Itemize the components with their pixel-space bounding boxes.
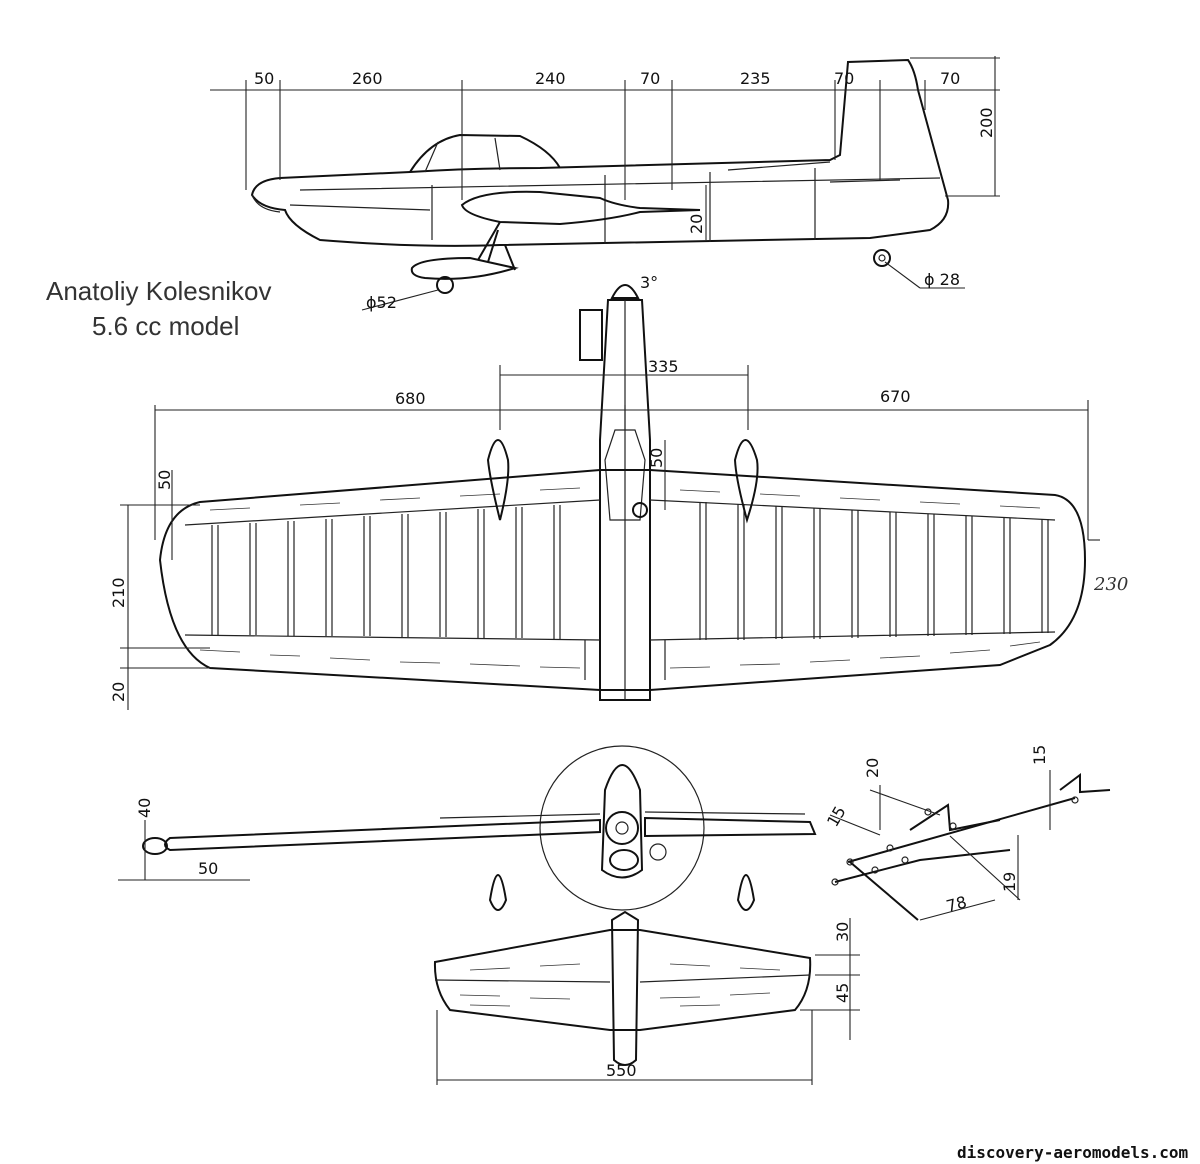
front-wingtip — [142, 837, 168, 855]
side-wheel-pant — [410, 256, 519, 280]
dim-nacelle-spacing: 335 — [648, 357, 679, 376]
dim-bellcrank-19: 19 — [1000, 872, 1019, 892]
dim-bellcrank-15b: 15 — [1030, 745, 1049, 765]
front-wing-left — [164, 818, 601, 852]
dim-tail-le-offset: 30 — [833, 922, 852, 942]
dim-stab-offset: 20 — [687, 214, 706, 234]
side-fuselage-outline — [250, 58, 950, 247]
canopy — [409, 133, 561, 173]
dim-fuselage-offset: 50 — [647, 448, 666, 468]
side-view — [210, 56, 1000, 311]
dim-tip-height: 40 — [135, 798, 154, 818]
dim-root-chord: 210 — [109, 577, 128, 608]
dim-side-235: 235 — [740, 69, 771, 88]
dim-tail-span: 550 — [606, 1061, 637, 1080]
side-main-wheel — [436, 276, 454, 294]
dim-right-span: 670 — [880, 387, 911, 406]
front-view — [118, 745, 817, 911]
tail-view — [433, 910, 860, 1085]
dim-side-70a: 70 — [640, 69, 660, 88]
label-thrust-angle: 3° — [640, 273, 658, 292]
dim-left-span: 680 — [395, 389, 426, 408]
tip-note: 230 — [1093, 574, 1128, 595]
title-author: Anatoliy Kolesnikov — [46, 276, 271, 306]
dim-side-260: 260 — [352, 69, 383, 88]
wing-sheeting — [199, 487, 1041, 669]
ribs-left — [211, 505, 561, 639]
front-wing-right — [644, 816, 817, 838]
label-main-wheel: ϕ52 — [366, 293, 397, 312]
dim-le-offset: 50 — [155, 470, 174, 490]
title-model: 5.6 cc model — [92, 311, 239, 341]
side-tail-wheel — [873, 249, 891, 267]
prop-disc — [539, 745, 705, 911]
dim-fin-height: 200 — [977, 107, 996, 138]
front-spinner — [605, 811, 639, 845]
ribs-right — [699, 502, 1049, 640]
tail-stabilizer — [433, 929, 812, 1031]
front-fuselage — [600, 764, 644, 879]
dim-tip-offset: 50 — [198, 859, 218, 878]
plan-spinner — [610, 284, 640, 299]
front-cowl-intake — [609, 849, 639, 871]
side-nacelle — [460, 190, 701, 226]
dim-bellcrank-20: 20 — [863, 758, 882, 778]
dim-side-70b: 70 — [834, 69, 854, 88]
site-watermark: discovery-aeromodels.com — [957, 1143, 1189, 1162]
dim-side-50: 50 — [254, 69, 274, 88]
dim-tail-chord: 45 — [833, 983, 852, 1003]
bellcrank-detail — [829, 770, 1111, 921]
nacelle-left — [486, 439, 510, 521]
plan-engine — [579, 309, 603, 361]
dim-side-70c: 70 — [940, 69, 960, 88]
dim-bellcrank-78: 78 — [944, 892, 969, 916]
dim-side-240: 240 — [535, 69, 566, 88]
dim-flap-chord: 20 — [109, 682, 128, 702]
wing-outline — [158, 469, 1087, 691]
plan-fuselage — [599, 299, 651, 701]
dim-bellcrank-15a: 15 — [823, 803, 850, 830]
plan-bellcrank-pivot — [632, 502, 648, 518]
plan-view — [120, 284, 1100, 710]
nacelle-right — [733, 439, 759, 524]
label-tail-wheel: ϕ 28 — [924, 270, 960, 289]
